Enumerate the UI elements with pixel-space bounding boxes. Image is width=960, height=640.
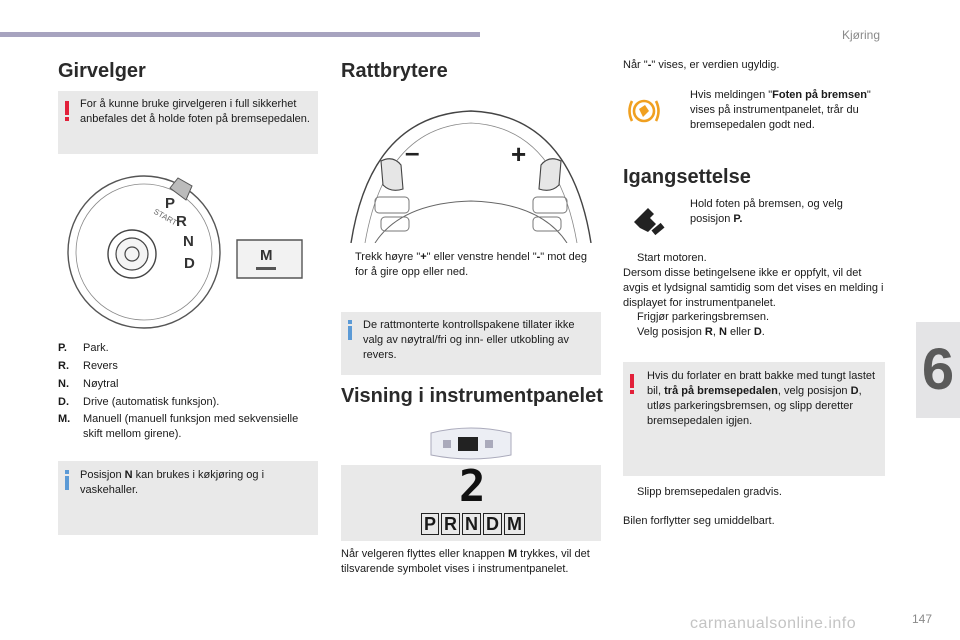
girvelger-title: Girvelger <box>58 60 146 82</box>
girvelger-info-box: Posisjon N kan brukes i køkjøring og i v… <box>58 461 318 535</box>
foot-brake-message: Hvis meldingen "Foten på bremsen" vises … <box>676 88 886 133</box>
def-key: N. <box>58 377 69 390</box>
mode-d: D <box>483 513 503 535</box>
def-key: R. <box>58 359 69 372</box>
selector-d: D <box>184 255 195 272</box>
mode-m: M <box>504 513 526 535</box>
def-text: Revers <box>83 359 118 372</box>
display-description: Når velgeren flyttes eller knappen M try… <box>341 548 590 575</box>
def-text: Manuell (manuell funksjon med sekvensiel… <box>83 413 299 441</box>
girvelger-warning-box: For å kunne bruke girvelgeren i full sik… <box>58 91 318 154</box>
hill-start-warning-text: Hvis du forlater en bratt bakke med tung… <box>647 370 876 427</box>
bullet-icon <box>623 310 637 325</box>
girvelger-warning-text: For å kunne bruke girvelgeren i full sik… <box>80 98 310 125</box>
invalid-value-text: Når "-" vises, er verdien ugyldig. <box>623 59 780 71</box>
def-key: P. <box>58 342 67 354</box>
rattbrytere-title: Rattbrytere <box>341 60 448 82</box>
gear-selector-illustration: START P R N D M <box>62 170 318 330</box>
girvelger-info-text: Posisjon N kan brukes i køkjøring og i v… <box>80 469 265 496</box>
chapter-tab: 6 <box>916 322 960 418</box>
mode-n: N <box>462 513 482 535</box>
display-mode-row: P R N D M <box>421 513 526 535</box>
bullet-icon <box>341 250 355 280</box>
bullet-icon <box>623 325 637 340</box>
start-condition-para: Dersom disse betingelsene ikke er oppfyl… <box>623 266 884 309</box>
instrument-display: 2 P R N D M <box>341 465 601 541</box>
header-bar <box>0 32 480 37</box>
bullet-icon <box>676 88 690 133</box>
info-icon <box>65 470 69 490</box>
cluster-icon <box>421 425 521 461</box>
bullet-icon <box>623 251 637 266</box>
paddle-plus: + <box>511 139 526 169</box>
rattbrytere-info-text: De rattmonterte kontrollspakene tillater… <box>363 319 575 361</box>
final-text: Bilen forflytter seg umiddelbart. <box>623 515 775 527</box>
def-text: Drive (automatisk funksjon). <box>83 395 220 408</box>
start-step-5: Slipp bremsepedalen gradvis. <box>623 485 885 500</box>
warning-icon <box>630 374 634 394</box>
igangsettelse-title: Igangsettelse <box>623 166 751 188</box>
bullet-icon <box>623 485 637 500</box>
def-text: Nøytral <box>83 377 119 390</box>
display-gear-number: 2 <box>459 461 486 512</box>
def-key: M. <box>58 413 71 426</box>
paddle-minus: – <box>405 137 419 167</box>
gear-selector-svg: START P R N D M <box>67 175 303 329</box>
bullet-icon <box>676 197 690 227</box>
selector-n: N <box>183 233 194 250</box>
manual-button-label: M <box>260 247 273 264</box>
hill-start-warning-box: Hvis du forlater en bratt bakke med tung… <box>623 362 885 476</box>
foot-on-brake-icon <box>630 204 666 236</box>
gear-definitions: P. Park. R. Revers N. Nøytral D. Drive (auto… <box>58 341 318 445</box>
warning-icon <box>65 101 69 121</box>
start-step-1: Hold foten på bremsen, og velg posisjon … <box>676 197 886 227</box>
section-label: Kjøring <box>842 28 881 42</box>
rattbrytere-info-box: De rattmonterte kontrollspakene tillater… <box>341 312 601 375</box>
visning-title: Visning i instrumentpanelet <box>341 385 603 407</box>
brake-warning-icon <box>626 96 662 126</box>
paddle-instruction: Trekk høyre "+" eller venstre hendel "-"… <box>341 250 601 280</box>
steering-wheel-svg: – + <box>350 110 592 243</box>
start-steps: Start motoren. Dersom disse betingelsene… <box>623 251 884 340</box>
chapter-number: 6 <box>921 337 955 403</box>
def-key: D. <box>58 395 69 408</box>
steering-wheel-illustration: – + <box>341 93 601 243</box>
mode-r: R <box>441 513 461 535</box>
selector-p: P <box>165 195 175 212</box>
page-number: 147 <box>912 612 933 626</box>
mode-p: P <box>421 513 440 535</box>
info-icon <box>348 320 352 340</box>
selector-r: R <box>176 213 187 230</box>
def-text: Park. <box>83 342 109 354</box>
watermark: carmanualsonline.info <box>690 615 857 632</box>
